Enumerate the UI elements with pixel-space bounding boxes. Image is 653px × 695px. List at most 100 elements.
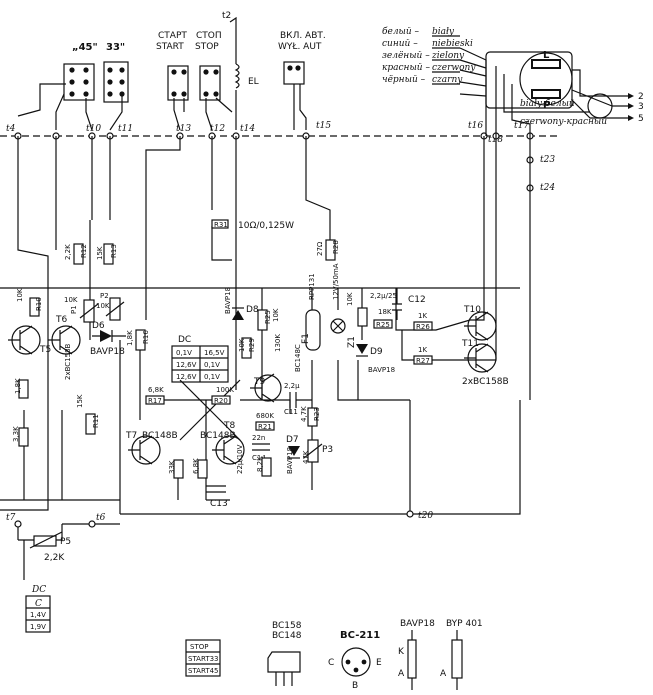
d7-label: D7 xyxy=(286,435,299,445)
vtable-left-row2: 1,9V xyxy=(30,623,46,631)
f1-label: F1 xyxy=(301,333,311,344)
resistor-10k-d9: 10K xyxy=(346,292,368,327)
t6-label: T6 xyxy=(55,315,67,325)
r25-label: R25 xyxy=(264,310,272,324)
p1-value: 10K xyxy=(64,296,78,304)
legend-bavp18: BAVP18 xyxy=(400,619,435,629)
r20-label: R20 xyxy=(214,397,228,405)
r27-label: R27 xyxy=(416,357,430,365)
t11-label: T11 xyxy=(461,339,479,349)
pin-5: 5 xyxy=(638,114,644,124)
transistor-t8: T8 BC148B xyxy=(200,421,245,465)
resistor-r10: R10 10K xyxy=(16,288,43,317)
legend-bc158: BC158 xyxy=(272,621,302,631)
d6-type: BAVP18 xyxy=(90,347,125,357)
potentiometer-p3: P3 47K xyxy=(302,439,333,464)
transistor-t7: T7 BC148B xyxy=(125,431,178,465)
t9-label: T9 xyxy=(253,377,265,387)
resistor-r8: 1,8K xyxy=(14,378,29,399)
point-t15: t15 xyxy=(316,121,331,131)
d6-label: D6 xyxy=(92,321,105,331)
legend-color-pl: biały xyxy=(432,27,455,37)
r12-value: 2,2K xyxy=(64,244,72,260)
t1011-type: 2xBC158B xyxy=(462,377,509,387)
bottom-legend: STOP START33 START45 BC158 BC148 BC-211 … xyxy=(185,619,483,691)
photoresistor-f1: F1 RPP131 xyxy=(301,273,321,351)
vtable-cell: 0,1V xyxy=(176,349,192,357)
t7-type: BC148B xyxy=(142,431,178,441)
p3-value: 47K xyxy=(302,450,310,464)
r1k-a-label: 1K xyxy=(418,312,427,320)
vtable-left-sub: C xyxy=(35,599,42,609)
resistor-r26b: R26 1K xyxy=(413,312,433,331)
r30-value: 8,2K xyxy=(256,456,264,472)
bus-terminals xyxy=(14,132,534,192)
resistor-r29: R29 10K xyxy=(238,337,256,359)
r31-value: 10Ω/0,125W xyxy=(238,221,294,231)
d8-label: D8 xyxy=(246,305,259,315)
transistor-t9: T9 BC148C xyxy=(250,344,302,403)
resistor-r20: R20 100K xyxy=(211,386,234,405)
label-czerwony: czerwony-красный xyxy=(520,117,607,127)
point-t6: t6 xyxy=(96,513,106,523)
c13-label: C13 xyxy=(210,499,228,509)
resistor-r13: R13 15K xyxy=(96,243,118,265)
resistor-r28: R28 27Ω xyxy=(316,239,340,261)
vtable-left-row1: 1,4V xyxy=(30,611,46,619)
point-t24: t24 xyxy=(540,183,555,193)
resistor-r11: R11 15K xyxy=(76,394,100,435)
lamp-z1: 12V/50mA Z1 xyxy=(330,263,357,348)
d8-type: BAVP18 xyxy=(224,287,232,314)
r21-label: R21 xyxy=(258,423,272,431)
r29-value: 10K xyxy=(238,338,246,352)
p5-value: 2,2K xyxy=(44,553,65,563)
legend-pin-a: A xyxy=(398,669,405,679)
diode-d9: D9 BAVP18 xyxy=(356,344,395,374)
c14-label: C14 xyxy=(252,454,266,462)
point-t23: t23 xyxy=(540,155,555,165)
resistor-r31: R31 10Ω/0,125W xyxy=(211,219,294,231)
plug-label-p: P xyxy=(543,100,550,111)
c12-label: C12 xyxy=(408,295,426,305)
transistor-t6: T6 2xBC158B xyxy=(48,315,81,380)
legend-pin-b: B xyxy=(352,681,358,691)
r10-label: R10 xyxy=(35,297,43,311)
r8-value: 1,8K xyxy=(14,378,22,394)
point-t12: t12 xyxy=(210,124,225,134)
resistor-r25b: R25 xyxy=(373,319,393,329)
legend-bc148: BC148 xyxy=(272,631,302,641)
label-45: „45" xyxy=(72,42,98,53)
r11-value: 15K xyxy=(76,394,84,408)
vtable-cell: 12,6V xyxy=(176,361,197,369)
pin-3: 3 xyxy=(638,102,644,112)
p2-value: 10K xyxy=(96,302,110,310)
r25-value: 10K xyxy=(272,308,280,322)
label-33: 33" xyxy=(106,42,125,53)
r17-label: R17 xyxy=(148,397,162,405)
r18k-label: 18K xyxy=(378,308,392,316)
p3-label: P3 xyxy=(322,445,333,455)
point-t20-group: t20 xyxy=(406,510,433,521)
r11-label: R11 xyxy=(92,414,100,428)
label-stop: STOP xyxy=(195,42,219,52)
legend-pin-e: E xyxy=(376,658,382,668)
t7-label: T7 xyxy=(125,431,137,441)
label-stop-ru: СТОП xyxy=(196,31,222,41)
label-start-ru: СТАРТ xyxy=(158,31,187,41)
r23-label: R23 xyxy=(313,407,321,421)
point-t14: t14 xyxy=(240,124,255,134)
legend-color-ru: красный – xyxy=(382,63,430,73)
r17-value: 6,8K xyxy=(148,386,164,394)
legend-bc211: BC-211 xyxy=(340,630,380,641)
point-t20: t20 xyxy=(418,511,433,521)
label-auto: WYŁ. AUT xyxy=(278,42,322,52)
r10-value: 10K xyxy=(16,288,24,302)
legend-color-pl: niebieski xyxy=(432,39,473,49)
point-t4: t4 xyxy=(6,124,16,134)
resistor-r17: R17 6,8K xyxy=(145,386,165,405)
transistor-t5: T5 xyxy=(8,325,51,355)
resistor-r25: R25 10K 130K xyxy=(257,308,282,352)
r28-value: 27Ω xyxy=(316,241,324,256)
d9-label: D9 xyxy=(370,347,383,357)
diode-d6: D6 BAVP18 xyxy=(90,321,126,357)
